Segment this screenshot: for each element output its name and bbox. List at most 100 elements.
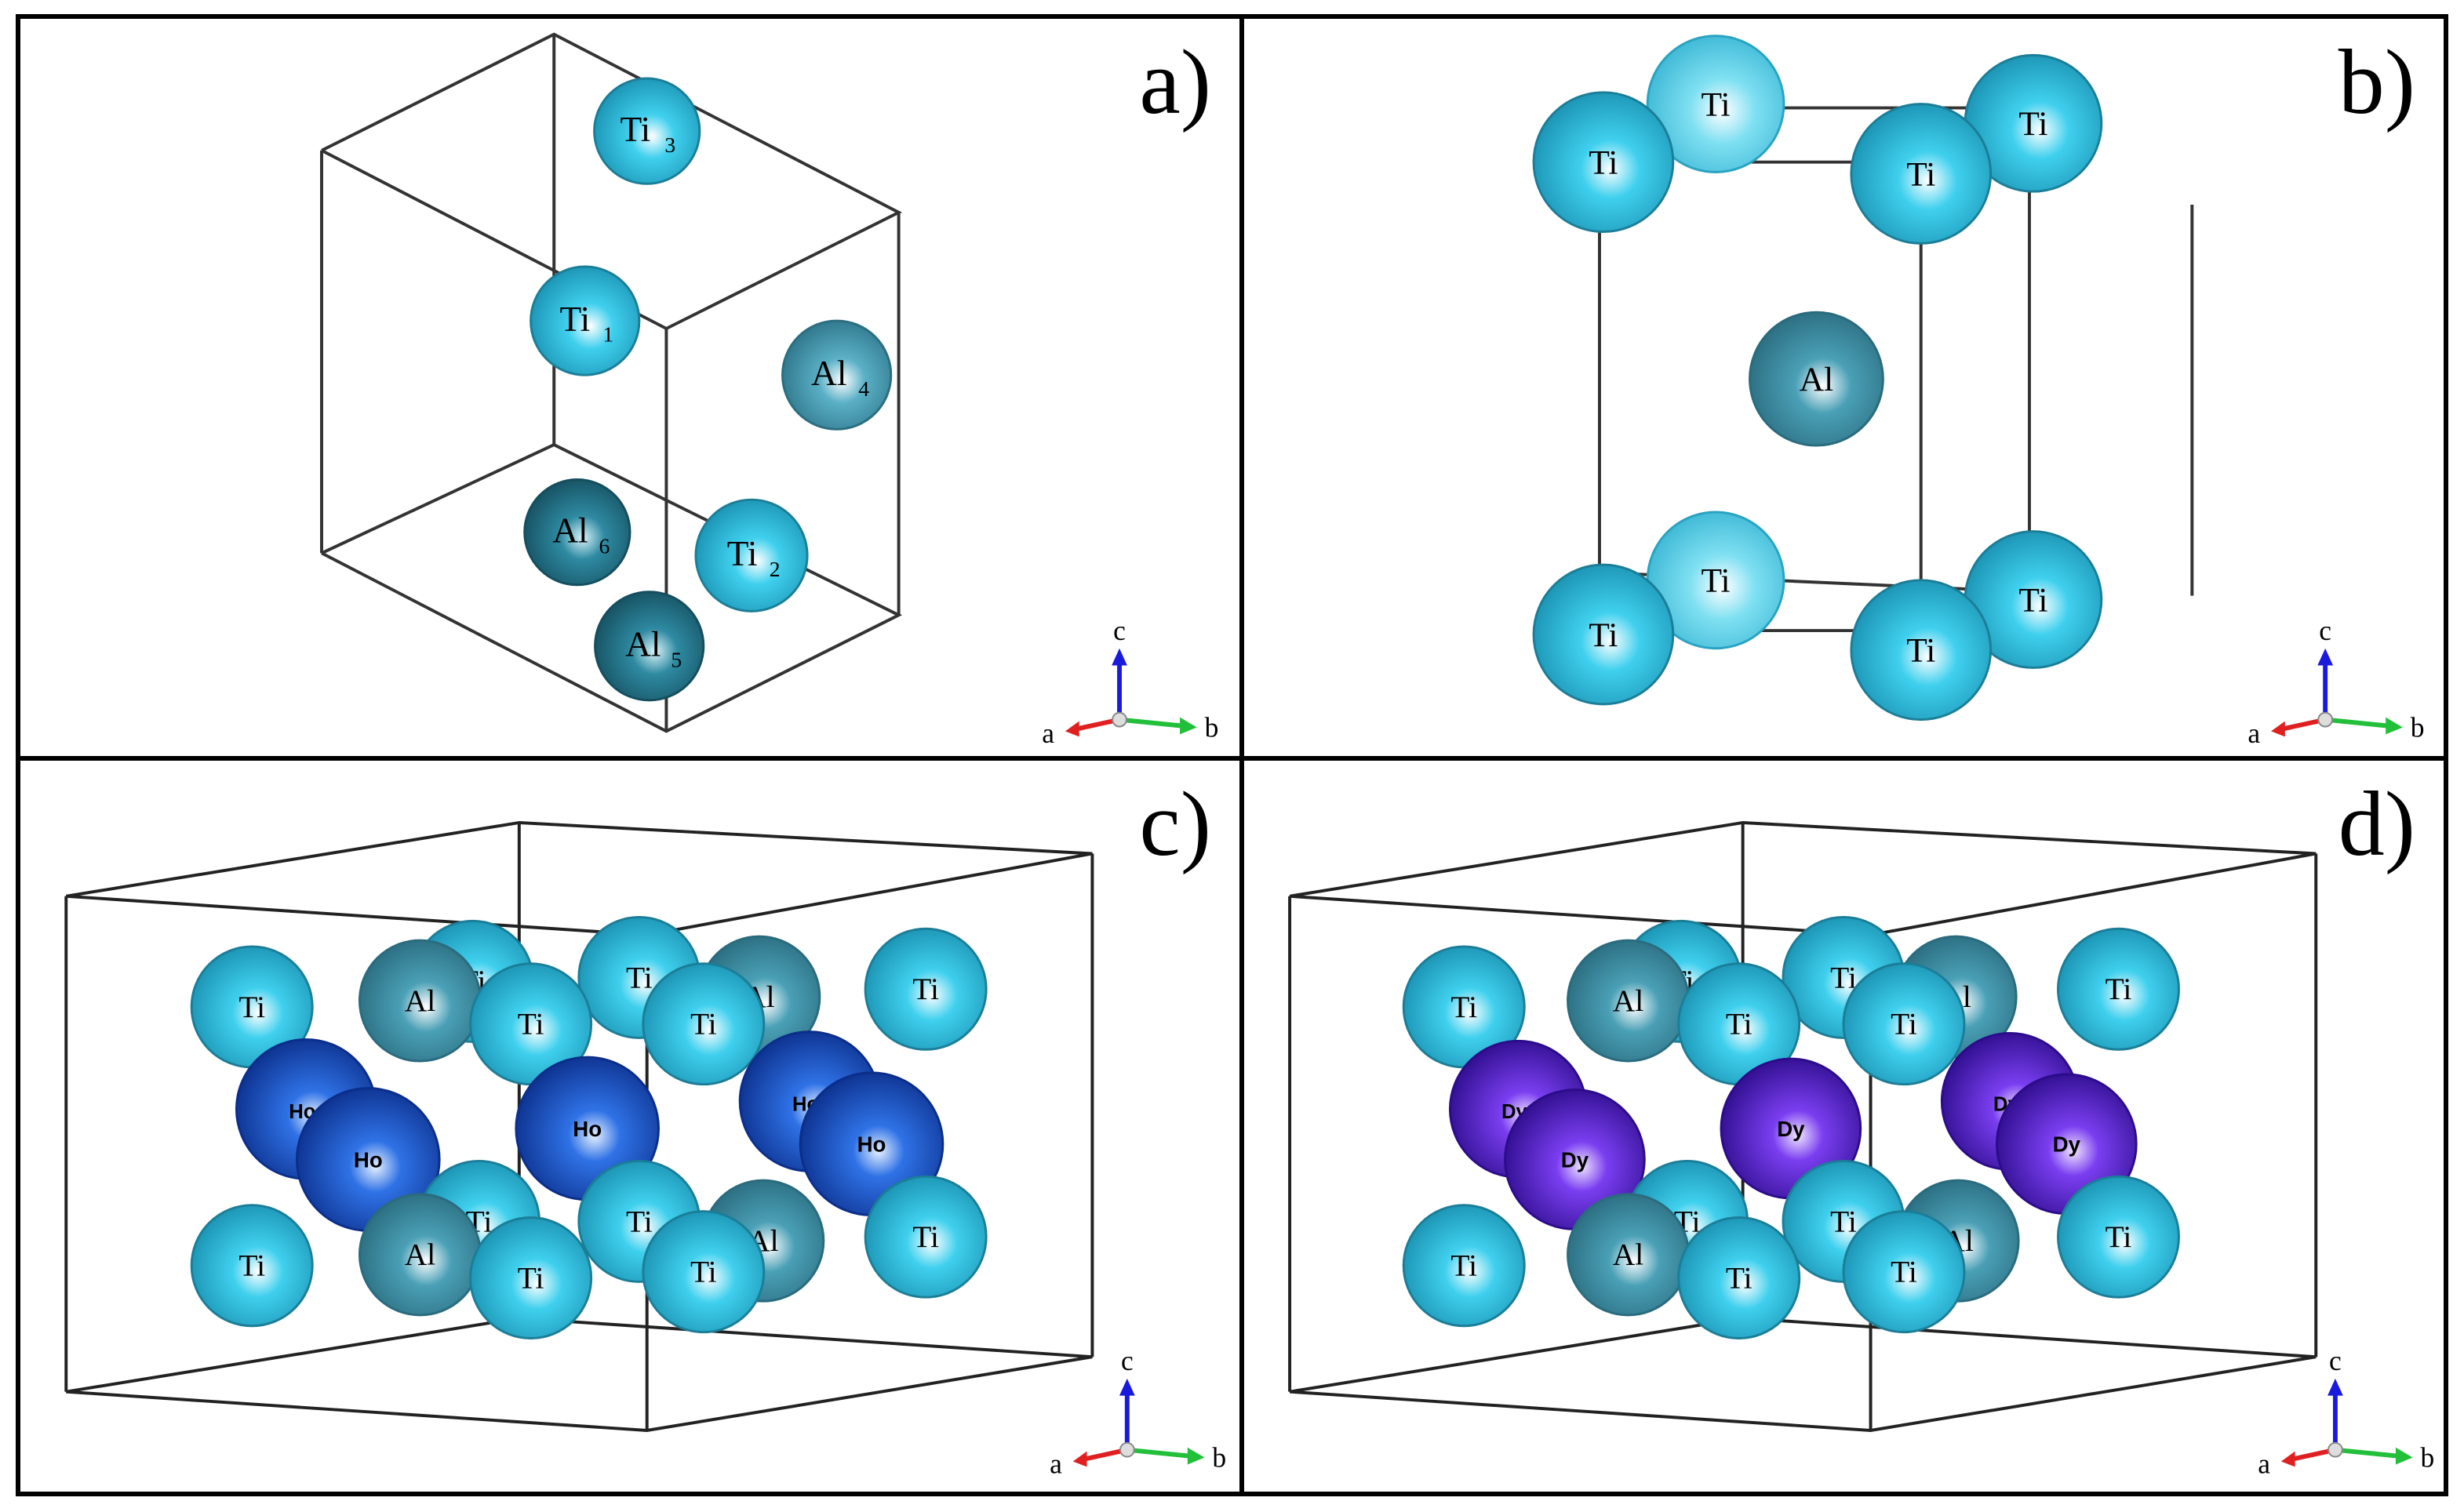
svg-text:Ti: Ti — [238, 1248, 265, 1283]
atom-ti: Ti — [190, 945, 314, 1069]
svg-text:1: 1 — [602, 322, 613, 347]
svg-text:Ho: Ho — [573, 1117, 602, 1141]
atom-ti: Ti — [469, 1216, 593, 1339]
svg-text:Ti: Ti — [2106, 1219, 2132, 1254]
panel-label-b: b) — [2338, 31, 2415, 133]
atom-ti-top-back-right: Ti — [1964, 53, 2103, 193]
atom-al: Al — [1567, 939, 1691, 1063]
svg-text:Al: Al — [1613, 1238, 1644, 1272]
svg-text:Al: Al — [405, 983, 436, 1018]
svg-text:Ti: Ti — [1906, 632, 1935, 670]
svg-text:Ti: Ti — [1830, 1204, 1857, 1238]
axis-label-a: a — [1042, 718, 1054, 749]
panel-c: Ti Ti Ti Al Ti Al Ti Ti Ho Ho Ho Ho Ho T… — [16, 756, 1244, 1496]
axis-indicator: c b a — [2258, 1345, 2434, 1479]
svg-text:Ti: Ti — [690, 1007, 717, 1041]
atom-ti: Ti — [1842, 1210, 1966, 1334]
axis-label-b: b — [1212, 1441, 1226, 1473]
svg-text:Ti: Ti — [1589, 616, 1618, 654]
svg-text:Ti: Ti — [1702, 85, 1731, 123]
svg-text:Ti: Ti — [1726, 1007, 1752, 1041]
svg-text:Ti: Ti — [1589, 144, 1618, 181]
atom-ti: Ti — [864, 1175, 988, 1299]
axis-indicator: c b a — [1042, 615, 1218, 749]
svg-text:3: 3 — [664, 133, 675, 157]
atom-al-center: Al — [1749, 311, 1884, 447]
svg-text:Ti: Ti — [1830, 960, 1857, 994]
panel-c-diagram: Ti Ti Ti Al Ti Al Ti Ti Ho Ho Ho Ho Ho T… — [64, 820, 1226, 1479]
svg-text:Ti: Ti — [1702, 562, 1731, 600]
axis-label-a: a — [2247, 718, 2260, 749]
svg-text:Ti: Ti — [1450, 990, 1477, 1024]
svg-text:Ti: Ti — [912, 1219, 939, 1254]
svg-text:Ti: Ti — [1450, 1248, 1477, 1283]
panel-d-diagram: Ti Ti Ti Al Ti Al Ti Ti Dy Dy Dy Dy Dy T… — [1288, 820, 2434, 1479]
svg-text:Ti: Ti — [518, 1260, 544, 1295]
atom-al: Al — [358, 1193, 482, 1317]
svg-text:Ti: Ti — [621, 110, 651, 149]
axis-label-c: c — [1121, 1345, 1134, 1376]
axis-label-b: b — [2421, 1441, 2435, 1473]
atom-ti: Ti — [1677, 1216, 1801, 1339]
panel-b: Ti Ti Ti Ti Al Ti Ti Ti Ti c b a b) — [1239, 14, 2448, 761]
svg-text:Ti: Ti — [727, 534, 758, 573]
atom-ti-top-front-left: Ti — [1532, 91, 1675, 234]
atom-ti-bottom-front-left: Ti — [1532, 563, 1675, 706]
atom-ti: Ti — [1842, 962, 1966, 1086]
svg-text:6: 6 — [599, 533, 610, 558]
atom-ti-bottom-back-left: Ti — [1646, 511, 1785, 650]
axis-label-c: c — [2329, 1345, 2342, 1376]
svg-text:Ti: Ti — [1726, 1260, 1752, 1295]
atom-ti-3: Ti 3 — [593, 77, 701, 185]
svg-text:Al: Al — [405, 1238, 436, 1272]
svg-text:Ti: Ti — [2018, 105, 2047, 143]
atom-ti: Ti — [190, 1204, 314, 1328]
axis-indicator: c b a — [1050, 1345, 1226, 1479]
svg-text:Ti: Ti — [1906, 155, 1935, 193]
atom-ti-bottom-front-right: Ti — [1850, 579, 1993, 721]
axis-label-c: c — [1113, 615, 1126, 646]
svg-text:Ho: Ho — [354, 1147, 383, 1172]
svg-text:Ti: Ti — [626, 960, 653, 994]
svg-text:Al: Al — [1800, 361, 1833, 398]
atom-ti-bottom-back-right: Ti — [1964, 530, 2103, 669]
svg-text:Ti: Ti — [912, 972, 939, 1006]
atom-ti: Ti — [1402, 1204, 1526, 1328]
axis-label-c: c — [2319, 615, 2331, 646]
panel-b-diagram: Ti Ti Ti Ti Al Ti Ti Ti Ti c b a — [1532, 35, 2425, 749]
atom-dy: Dy — [1504, 1089, 1646, 1230]
atom-ti-top-back-left: Ti — [1646, 35, 1785, 173]
svg-text:Ti: Ti — [626, 1204, 653, 1238]
axis-indicator: c b a — [2247, 615, 2424, 749]
axis-label-b: b — [1205, 711, 1219, 743]
atom-ti: Ti — [469, 962, 593, 1086]
svg-text:Ti: Ti — [518, 1007, 544, 1041]
atom-ti-top-front-right: Ti — [1850, 103, 1993, 245]
panel-label-a: a) — [1139, 31, 1211, 133]
svg-text:Ti: Ti — [2018, 581, 2047, 619]
svg-text:Ti: Ti — [238, 990, 265, 1024]
axis-label-a: a — [2258, 1448, 2270, 1479]
svg-text:Al: Al — [811, 354, 846, 393]
axis-label-b: b — [2411, 711, 2425, 743]
axis-label-a: a — [1050, 1448, 1062, 1479]
svg-text:5: 5 — [671, 647, 682, 671]
svg-text:Dy: Dy — [2053, 1132, 2081, 1157]
atom-ti: Ti — [642, 962, 766, 1086]
atom-al-5: Al 5 — [594, 591, 705, 702]
svg-text:Al: Al — [625, 625, 661, 664]
atom-al: Al — [1567, 1193, 1691, 1317]
svg-text:Dy: Dy — [1561, 1147, 1589, 1172]
unit-cell-box — [320, 32, 903, 733]
panel-label-d: d) — [2338, 772, 2415, 875]
atom-ti: Ti — [2057, 927, 2180, 1051]
svg-text:Ho: Ho — [857, 1132, 886, 1157]
atom-al: Al — [358, 939, 482, 1063]
svg-text:4: 4 — [858, 376, 869, 401]
atom-ti: Ti — [864, 927, 988, 1051]
svg-text:Al: Al — [1613, 983, 1644, 1018]
